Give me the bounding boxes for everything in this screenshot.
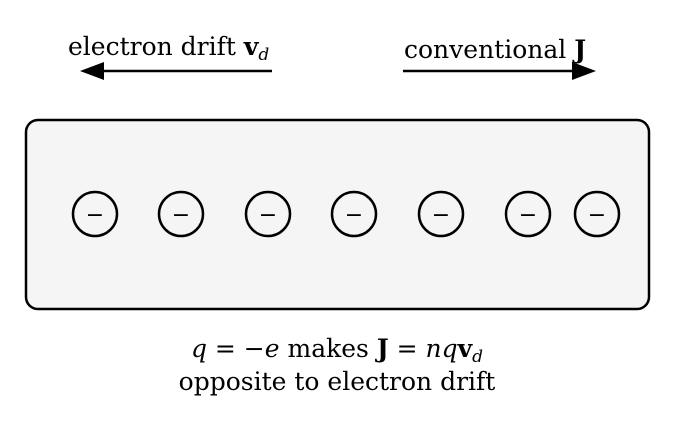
electron-charge-sign: − xyxy=(172,203,190,228)
electron: − xyxy=(244,190,292,238)
caption-equation: q = −e makes J = nqvd xyxy=(191,334,483,367)
electron-charge-sign: − xyxy=(259,203,277,228)
conventional-current-arrow xyxy=(403,62,596,80)
electron-drift-arrow xyxy=(80,62,272,80)
electron-drift-label: electron drift vd xyxy=(68,32,269,65)
electron-charge-sign: − xyxy=(588,203,606,228)
electron-charge-sign: − xyxy=(345,203,363,228)
electron: − xyxy=(417,190,465,238)
electron-charge-sign: − xyxy=(519,203,537,228)
electron-charge-sign: − xyxy=(86,203,104,228)
conventional-current-label: conventional J xyxy=(404,35,586,64)
electron-charge-sign: − xyxy=(432,203,450,228)
electron-group: −−−−−−− xyxy=(71,190,621,238)
electron: − xyxy=(330,190,378,238)
conductor-box xyxy=(24,118,651,311)
electron: − xyxy=(157,190,205,238)
electron: − xyxy=(71,190,119,238)
electron: − xyxy=(573,190,621,238)
caption-explanation: opposite to electron drift xyxy=(179,367,496,396)
electron: − xyxy=(504,190,552,238)
